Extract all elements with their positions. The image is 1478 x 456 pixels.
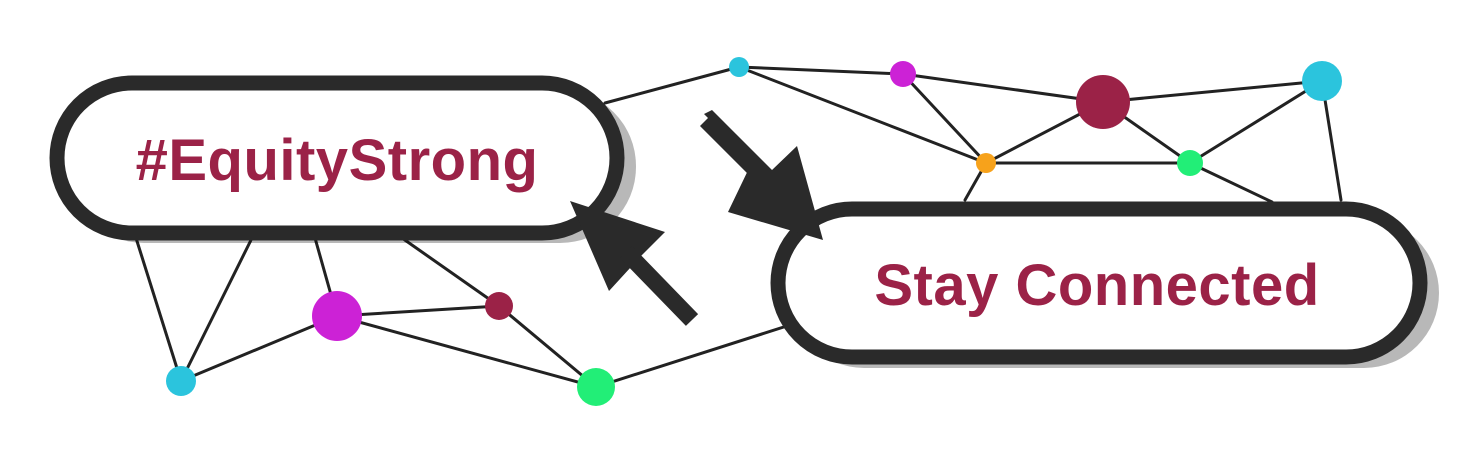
- hashtag-label: #EquityStrong: [136, 128, 539, 193]
- node-cyan: [729, 57, 749, 77]
- network-edge: [134, 236, 183, 383]
- tagline-label: Stay Connected: [874, 253, 1319, 318]
- network-edge: [179, 314, 339, 383]
- network-edge: [737, 65, 988, 165]
- network-edge: [594, 323, 792, 389]
- network-edge: [179, 236, 254, 383]
- node-cyan: [1302, 61, 1342, 101]
- node-maroon: [485, 292, 513, 320]
- node-cyan: [166, 366, 196, 396]
- stay-connected-pill-border: [770, 201, 1428, 365]
- equity-strong-pill-border: [49, 75, 625, 241]
- node-maroon: [1076, 75, 1130, 129]
- network-nodes: [166, 57, 1342, 406]
- network-edge: [400, 236, 501, 308]
- node-magenta: [312, 291, 362, 341]
- network-edge: [497, 304, 598, 389]
- network-edge: [1188, 79, 1324, 165]
- arrow-up-left-icon: [570, 201, 699, 326]
- network-edge: [603, 65, 741, 105]
- network-edge: [901, 72, 988, 165]
- network-edge: [1188, 161, 1274, 204]
- node-orange: [976, 153, 996, 173]
- node-green: [1177, 150, 1203, 176]
- stay-connected-pill: Stay Connected: [770, 201, 1439, 368]
- equity-strong-pill: #EquityStrong: [49, 75, 636, 243]
- node-magenta: [890, 61, 916, 87]
- arrow-down-right-icon: [699, 110, 823, 240]
- network-edge: [335, 304, 501, 318]
- network-edge: [1101, 79, 1324, 104]
- network-edges: [134, 65, 1343, 389]
- network-edge: [737, 65, 905, 76]
- network-edge: [335, 314, 598, 389]
- network-edge: [901, 72, 1105, 104]
- network-edge: [1320, 79, 1343, 202]
- node-green: [577, 368, 615, 406]
